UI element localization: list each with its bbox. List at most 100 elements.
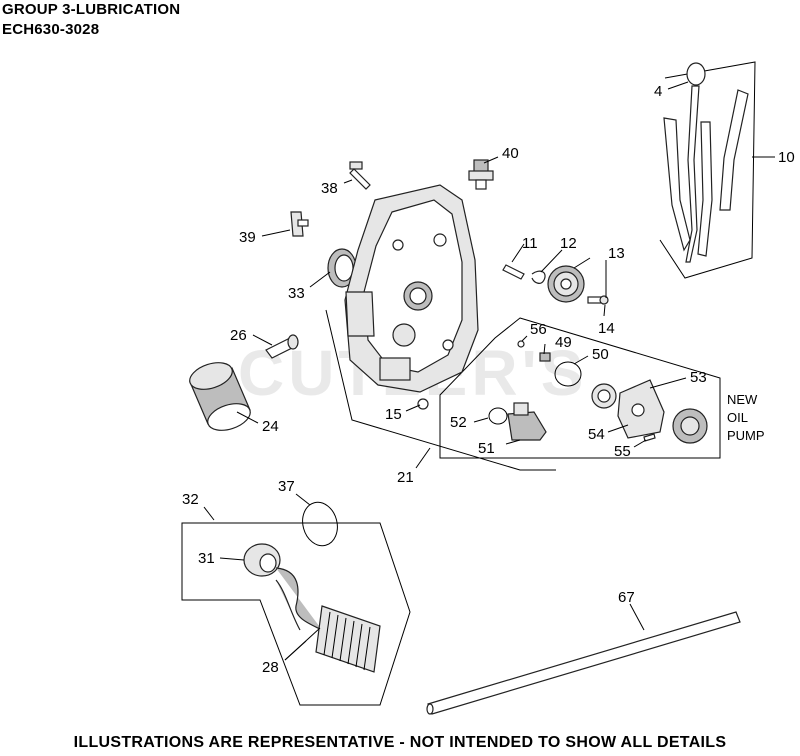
cooler-gasket (302, 501, 338, 547)
boss-3 (442, 339, 454, 351)
callout-38: 38 (321, 180, 338, 197)
cooler-adapter (243, 543, 281, 577)
leader-55 (633, 439, 647, 448)
filter-nipple (265, 334, 299, 359)
filter-mount (379, 357, 411, 381)
cooler-fins (323, 611, 371, 671)
callout-14: 14 (598, 320, 615, 337)
new-oil-pump-note: NEW OIL PUMP (727, 392, 765, 443)
pump-o-ring (554, 361, 582, 387)
model-number: ECH630-3028 (2, 21, 100, 38)
boss-1 (433, 233, 447, 247)
leader-31 (219, 557, 245, 561)
oil-cooler (315, 605, 381, 673)
leader-12 (540, 249, 563, 273)
retaining-clip (531, 270, 546, 284)
pump-ball (517, 340, 525, 348)
pump-screw (643, 433, 656, 442)
callout-26: 26 (230, 327, 247, 344)
cooler-hose-upper (275, 567, 323, 631)
leader-21 (415, 447, 431, 469)
cooler-hose-lower (275, 579, 301, 631)
leader-40 (483, 156, 499, 164)
dipstick-tube-middle (697, 121, 713, 257)
bolt-head (349, 161, 363, 170)
callout-32: 32 (182, 491, 199, 508)
callout-51: 51 (478, 440, 495, 457)
leader-39 (261, 229, 291, 237)
crank-bore-inner (409, 287, 427, 305)
leader-13a (573, 257, 591, 269)
callout-67: 67 (618, 589, 635, 606)
oil-pickup (507, 402, 547, 441)
callout-33: 33 (288, 285, 305, 302)
filter-adapter (345, 291, 375, 337)
leader-14 (603, 304, 606, 317)
disclaimer-footer: ILLUSTRATIONS ARE REPRESENTATIVE - NOT I… (73, 734, 727, 751)
gear-center (560, 278, 572, 290)
rotor-inner (597, 389, 611, 403)
pump-rotor (591, 383, 617, 409)
callout-50: 50 (592, 346, 609, 363)
leader-15 (405, 404, 421, 412)
callout-52: 52 (450, 414, 467, 431)
pickup-o-ring (488, 407, 508, 425)
callout-37: 37 (278, 478, 295, 495)
pickup-neck (513, 402, 529, 416)
leader-4 (667, 81, 689, 90)
callout-56: 56 (530, 321, 547, 338)
oil-seal (327, 248, 357, 288)
dipstick-cap (686, 62, 706, 86)
callout-11: 11 (522, 235, 538, 252)
sender-hex (468, 170, 494, 181)
callout-28: 28 (262, 659, 279, 676)
oil-pump-shaft (502, 264, 525, 280)
callout-24: 24 (262, 418, 279, 435)
callout-21: 21 (397, 469, 414, 486)
leader-49 (543, 343, 546, 355)
fitting-body (290, 211, 304, 237)
leader-37 (295, 493, 311, 506)
boss-2 (392, 239, 404, 251)
callout-labels: 4 10 11 12 13 14 15 21 24 26 28 31 32 33… (182, 83, 795, 676)
leader-11 (511, 243, 525, 263)
callout-53: 53 (690, 369, 707, 386)
callout-39: 39 (239, 229, 256, 246)
governor-gear (547, 265, 585, 303)
group-outline-oil-pump (439, 317, 721, 459)
leader-56 (521, 335, 528, 342)
shaft-body (502, 264, 525, 280)
callout-13: 13 (608, 245, 625, 262)
diagram-title: GROUP 3-LUBRICATION (2, 1, 181, 18)
dipstick-tube-left (663, 117, 691, 252)
callout-31: 31 (198, 550, 215, 567)
filter-base (207, 403, 251, 431)
dipstick-rod (685, 85, 700, 263)
group-outline-dipstick (659, 61, 756, 279)
callout-54: 54 (588, 426, 605, 443)
oil-fill-tube (427, 611, 741, 715)
leader-28b (284, 640, 307, 661)
breather-fitting (290, 211, 309, 237)
bolt-shank (349, 168, 371, 190)
callout-12: 12 (560, 235, 577, 252)
leader-51 (505, 439, 521, 445)
nipple-end (287, 334, 299, 350)
leader-67 (629, 603, 645, 631)
pin-head (599, 295, 609, 305)
sender-thread (475, 179, 487, 190)
leader-lines (203, 81, 775, 661)
leader-32 (203, 506, 215, 521)
fitting-branch (297, 219, 309, 227)
leader-33 (309, 271, 331, 288)
note-line-3: PUMP (727, 428, 765, 443)
dipstick-tube-assembly (663, 62, 749, 263)
leader-52 (473, 417, 489, 423)
leader-54 (607, 424, 629, 433)
group-outline-oil-cooler (181, 522, 411, 706)
callout-49: 49 (555, 334, 572, 351)
oil-pressure-sender (468, 159, 494, 190)
group-outline-cover (325, 309, 556, 471)
note-line-2: OIL (727, 410, 748, 425)
